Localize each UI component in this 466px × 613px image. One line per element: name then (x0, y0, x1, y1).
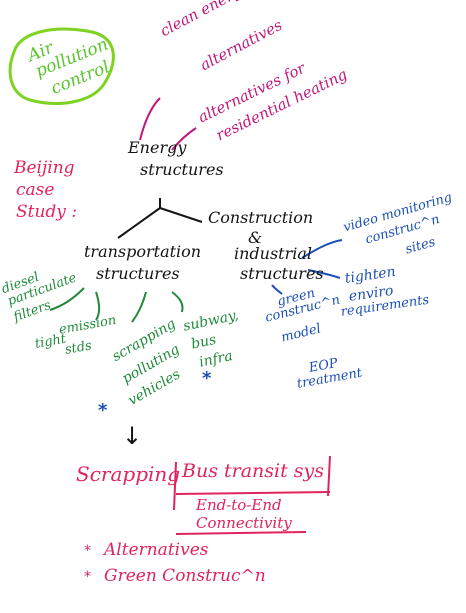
link-energy-clean (139, 97, 161, 141)
case-study-line-2: case (16, 180, 55, 200)
divider-vertical-right (327, 455, 331, 497)
divider-vertical-left (173, 461, 177, 511)
link-video (301, 239, 343, 259)
case-study-line-1: Beijing (14, 158, 75, 178)
alternatives-text: Alternatives (104, 540, 209, 560)
divider-horizontal (175, 491, 331, 495)
link-emission (95, 291, 100, 321)
transport-node-line-1: transportation (84, 242, 202, 261)
end-to-end-line-2: Connectivity (196, 514, 292, 532)
link-subway (171, 291, 184, 313)
construction-node-line-3: industrial (234, 244, 313, 263)
case-study-line-3: Study : (16, 202, 78, 222)
link-tighten (307, 269, 341, 279)
link-scrapping (131, 291, 147, 323)
bullet-green-construction: * (84, 569, 91, 585)
construction-node-line-4: structures (240, 264, 324, 283)
star-mark-scrapping: * (98, 400, 108, 421)
bus-transit-heading: Bus transit sys (182, 460, 325, 482)
construction-node-line-1: Construction (208, 208, 314, 227)
star-mark-subway: * (202, 368, 212, 389)
root-node-line-2: structures (140, 160, 224, 179)
fork-right (159, 207, 203, 223)
construction-node-line-2: & (248, 228, 263, 247)
link-green (271, 284, 283, 295)
root-node-line-1: Energy (128, 138, 187, 157)
green-construction-text: Green Construc^n (104, 566, 266, 586)
down-arrow-icon: ↓ (122, 422, 143, 450)
fork-left (117, 207, 161, 239)
title-outline (8, 27, 115, 105)
scrapping-heading: Scrapping (76, 462, 181, 486)
bullet-alternatives: * (84, 543, 91, 559)
transport-node-line-2: structures (96, 264, 180, 283)
link-diesel (49, 287, 85, 311)
underline-bottom (175, 531, 307, 535)
end-to-end-line-1: End-to-End (196, 496, 282, 514)
link-energy-residential (171, 127, 197, 151)
